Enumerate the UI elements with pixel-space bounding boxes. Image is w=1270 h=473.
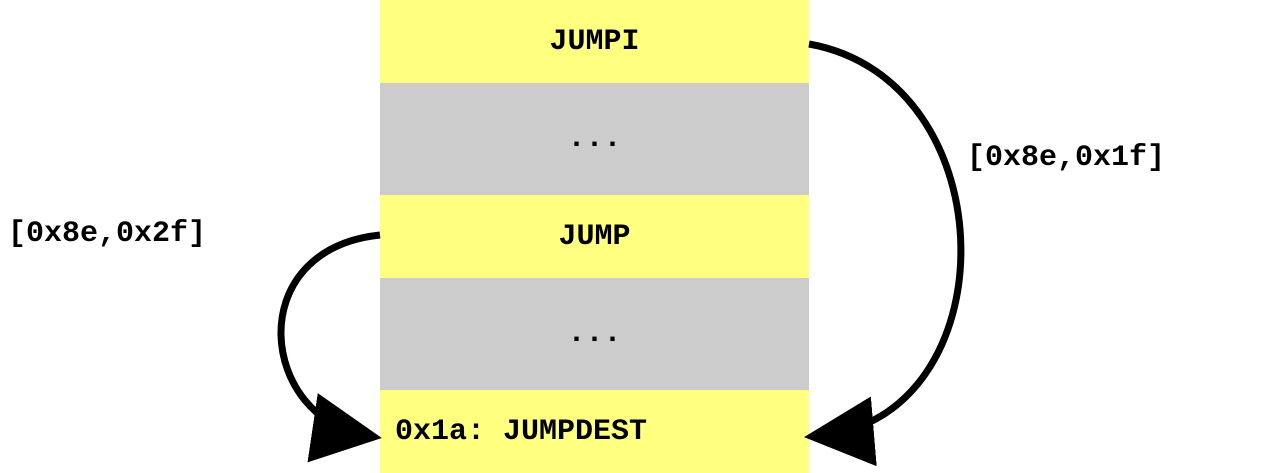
jump-arrow xyxy=(277,231,382,463)
jumpdest-label: 0x1a: JUMPDEST xyxy=(395,414,648,449)
ellipsis-block-top: ... xyxy=(380,83,809,195)
jump-label: JUMP xyxy=(558,219,631,254)
jumpi-block: JUMPI xyxy=(380,0,809,83)
jump-edge-label: [0x8e,0x2f] xyxy=(8,217,207,251)
jumpdest-block: 0x1a: JUMPDEST xyxy=(380,390,809,473)
ellipsis-top-label: ... xyxy=(567,122,622,156)
jumpi-arrow xyxy=(804,40,965,467)
ellipsis-block-bottom: ... xyxy=(380,278,809,390)
jumpi-label: JUMPI xyxy=(549,24,640,59)
jump-block: JUMP xyxy=(380,195,809,278)
jumpi-edge-label: [0x8e,0x1f] xyxy=(967,141,1166,175)
ellipsis-bottom-label: ... xyxy=(567,317,622,351)
